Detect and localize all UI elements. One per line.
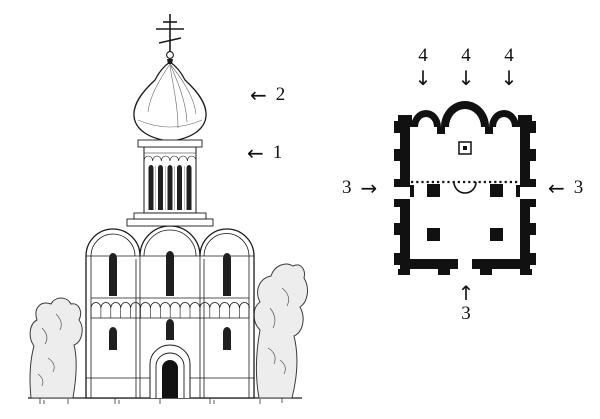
callout-portal-bottom-number: 3 — [461, 303, 471, 324]
callout-portal-right-number: 3 — [573, 177, 584, 198]
left-bush — [29, 297, 83, 399]
portal — [149, 344, 191, 398]
callout-drum: ← 1 — [247, 141, 283, 166]
orthodox-cross-icon — [156, 14, 184, 64]
onion-dome — [133, 61, 207, 148]
callout-apse-2: 4 ↓ — [455, 45, 477, 90]
callout-apse-2-number: 4 — [461, 45, 471, 66]
callout-drum-number: 1 — [272, 142, 283, 163]
church-elevation-drawing — [28, 14, 308, 404]
callout-apse-1: 4 ↓ — [412, 45, 434, 90]
arcature-band — [90, 297, 250, 319]
plan-portal-openings — [400, 187, 530, 269]
plan-walls — [394, 115, 536, 275]
grass-ticks — [39, 398, 283, 404]
arrow-down-icon: ↓ — [500, 65, 518, 90]
callout-apse-1-number: 4 — [418, 45, 428, 66]
arrow-left-icon: ← — [548, 176, 565, 201]
callout-portal-left-number: 3 — [342, 177, 352, 198]
facade-windows — [109, 251, 231, 350]
callout-apse-3-number: 4 — [504, 45, 514, 66]
drum — [143, 146, 197, 214]
arrow-left-icon: ← — [250, 83, 267, 108]
callout-dome: ← 2 — [250, 83, 286, 108]
right-bush — [253, 263, 308, 399]
arrow-down-icon: ↓ — [414, 65, 432, 90]
callout-portal-left: 3 → — [342, 176, 378, 201]
plan-inner-pilasters — [410, 185, 520, 197]
church-floor-plan-drawing — [394, 101, 536, 275]
callout-dome-number: 2 — [275, 84, 286, 105]
church-elevation-figure — [20, 8, 310, 408]
callout-apse-3: 4 ↓ — [498, 45, 520, 90]
arrow-left-icon: ← — [247, 141, 264, 166]
plan-ambo-arc — [453, 181, 477, 194]
plan-altar-table — [458, 141, 472, 155]
church-floor-plan-figure — [390, 95, 540, 290]
arrow-down-icon: ↓ — [457, 65, 475, 90]
plan-apses — [411, 101, 519, 134]
drum-pedestal — [126, 212, 214, 227]
plan-piers — [427, 184, 503, 241]
callout-portal-right: ← 3 — [548, 176, 584, 201]
callout-portal-bottom: ↑ 3 — [455, 283, 477, 325]
arrow-up-icon: ↑ — [457, 281, 475, 305]
arrow-right-icon: → — [360, 176, 378, 201]
